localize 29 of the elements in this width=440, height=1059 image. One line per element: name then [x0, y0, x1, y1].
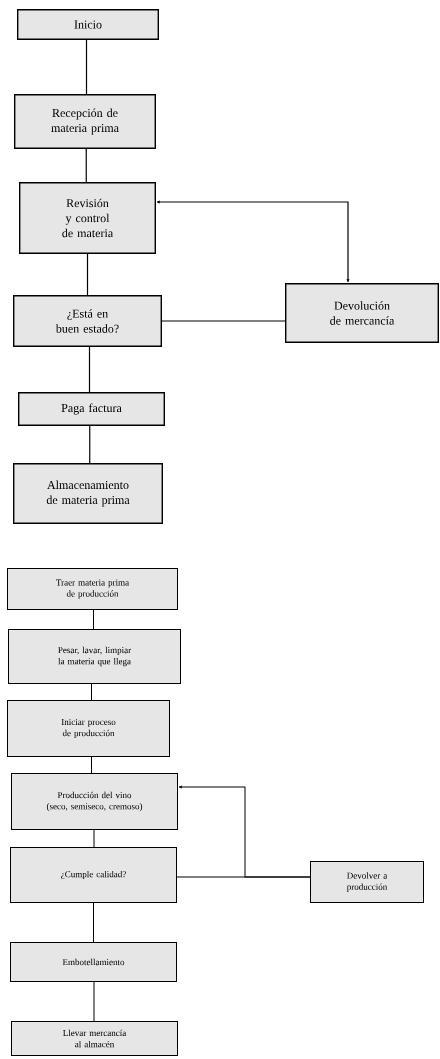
process-box: Devolver a producción	[310, 861, 424, 903]
process-box: ¿Está en buen estado?	[13, 295, 162, 347]
process-box: Iniciar proceso de producción	[7, 700, 170, 757]
connector-line	[91, 756, 92, 774]
process-box: Producción del vino (seco, semiseco, cremoso)	[11, 773, 178, 830]
process-box: Revisión y control de materia	[19, 182, 156, 254]
arrow	[178, 785, 311, 878]
connector-line	[93, 981, 95, 1022]
process-box: Inicio	[17, 9, 159, 40]
connector-line	[85, 39, 88, 95]
process-box: Almacenamiento de materia prima	[13, 463, 163, 524]
process-box: Traer materia prima de producción	[7, 568, 178, 610]
arrow	[156, 200, 350, 283]
process-box: ¿Cumple calidad?	[10, 847, 177, 903]
connector-line	[89, 425, 91, 464]
connector-line	[93, 829, 95, 848]
connector-line	[93, 609, 94, 630]
process-box: Pesar, lavar, limpiar la materia que llega	[8, 629, 181, 684]
process-box: Devolución de mercancía	[285, 283, 439, 343]
process-box: Paga factura	[18, 392, 165, 426]
process-box: Recepción de materia prima	[14, 94, 156, 149]
process-box: Embotellamiento	[10, 942, 177, 982]
connector-line	[88, 346, 91, 393]
connector-line	[85, 148, 87, 183]
connector-line	[161, 320, 286, 322]
connector-line	[91, 683, 92, 701]
connector-line	[93, 902, 94, 943]
connector-line	[86, 253, 89, 296]
process-box: Llevar mercancía al almacén	[11, 1021, 178, 1056]
